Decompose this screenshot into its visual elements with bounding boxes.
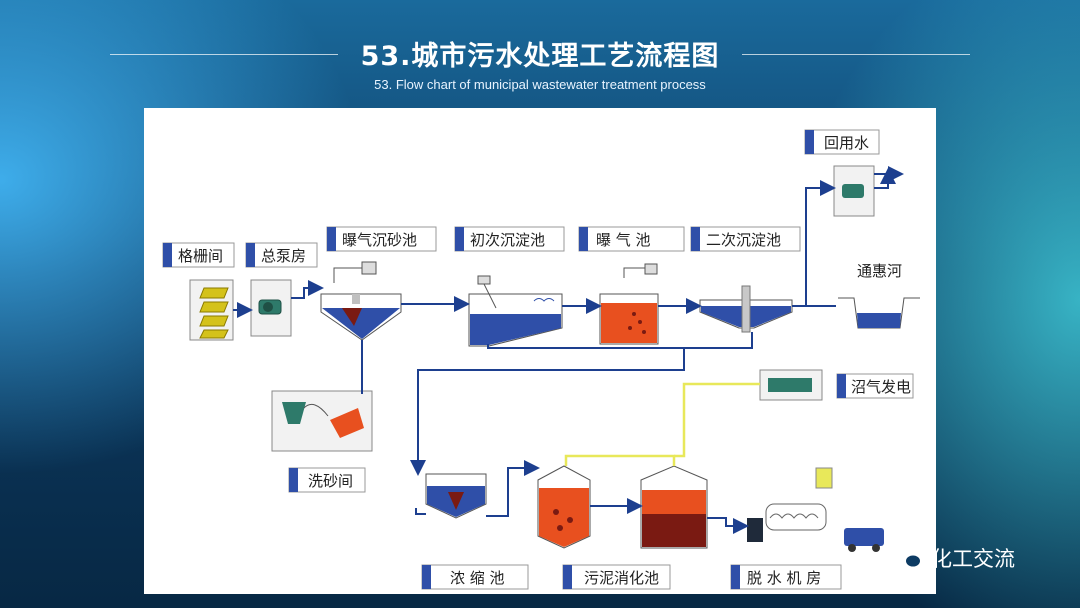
label-sand-washing: 洗砂间 xyxy=(288,467,366,493)
label-digester: 污泥消化池 xyxy=(562,564,671,590)
river-unit xyxy=(838,297,920,329)
biogas-pipes xyxy=(564,382,760,466)
title-line-left xyxy=(110,54,338,55)
svg-text:曝气沉砂池: 曝气沉砂池 xyxy=(342,231,417,249)
svg-text:沼气发电: 沼气发电 xyxy=(851,378,911,396)
grit-chamber-unit xyxy=(320,261,402,341)
pump-house-unit xyxy=(250,279,292,337)
digester-tank-2 xyxy=(640,465,708,549)
main-flow-pipes xyxy=(233,166,904,534)
svg-text:曝 气 池: 曝 气 池 xyxy=(596,231,651,249)
label-secondary-clarifier: 二次沉淀池 xyxy=(690,226,801,252)
slide-subtitle: 53. Flow chart of municipal wastewater t… xyxy=(374,77,706,92)
svg-text:总泵房: 总泵房 xyxy=(261,247,306,265)
slide-title: 53.城市污水处理工艺流程图 xyxy=(360,41,720,72)
primary-clarifier-unit xyxy=(468,275,563,347)
label-pump: 总泵房 xyxy=(245,242,318,268)
digester-tank-1 xyxy=(537,465,591,549)
svg-text:浓 缩 池: 浓 缩 池 xyxy=(450,569,505,587)
label-primary-clarifier: 初次沉淀池 xyxy=(454,226,565,252)
label-thickener: 浓 缩 池 xyxy=(421,564,529,590)
label-screen: 格栅间 xyxy=(162,242,235,268)
secondary-clarifier-unit xyxy=(699,285,793,333)
watermark-text: 化工交流 xyxy=(931,547,1015,571)
svg-text:污泥消化池: 污泥消化池 xyxy=(584,569,659,587)
bar-screen-unit xyxy=(189,279,234,341)
label-aeration-tank: 曝 气 池 xyxy=(578,226,685,252)
label-reuse-water: 回用水 xyxy=(804,129,880,155)
title-line-right xyxy=(742,54,970,55)
sand-washing-unit xyxy=(271,390,373,452)
wechat-icon xyxy=(893,547,922,569)
watermark: 化工交流 xyxy=(893,543,1015,573)
reuse-water-unit xyxy=(833,165,875,217)
svg-text:格栅间: 格栅间 xyxy=(178,247,223,265)
label-grit-chamber: 曝气沉砂池 xyxy=(326,226,437,252)
label-river: 通惠河 xyxy=(857,262,902,280)
label-biogas-power: 沼气发电 xyxy=(836,373,914,399)
aeration-tank-unit xyxy=(599,263,659,345)
label-dewatering: 脱 水 机 房 xyxy=(730,564,842,590)
thickener-unit xyxy=(425,473,487,519)
dewatering-unit xyxy=(747,467,884,552)
svg-text:脱 水 机 房: 脱 水 机 房 xyxy=(747,569,821,587)
svg-text:洗砂间: 洗砂间 xyxy=(308,472,353,490)
flowchart-diagram: 格栅间 总泵房 曝气沉砂池 初次沉淀池 曝 气 池 二次沉淀池 回用水 通惠河 … xyxy=(162,129,920,590)
svg-text:初次沉淀池: 初次沉淀池 xyxy=(470,231,545,249)
flowchart-panel: 格栅间 总泵房 曝气沉砂池 初次沉淀池 曝 气 池 二次沉淀池 回用水 通惠河 … xyxy=(144,108,936,594)
biogas-generator-unit xyxy=(759,369,823,401)
svg-text:二次沉淀池: 二次沉淀池 xyxy=(706,231,781,249)
svg-text:回用水: 回用水 xyxy=(824,134,869,152)
